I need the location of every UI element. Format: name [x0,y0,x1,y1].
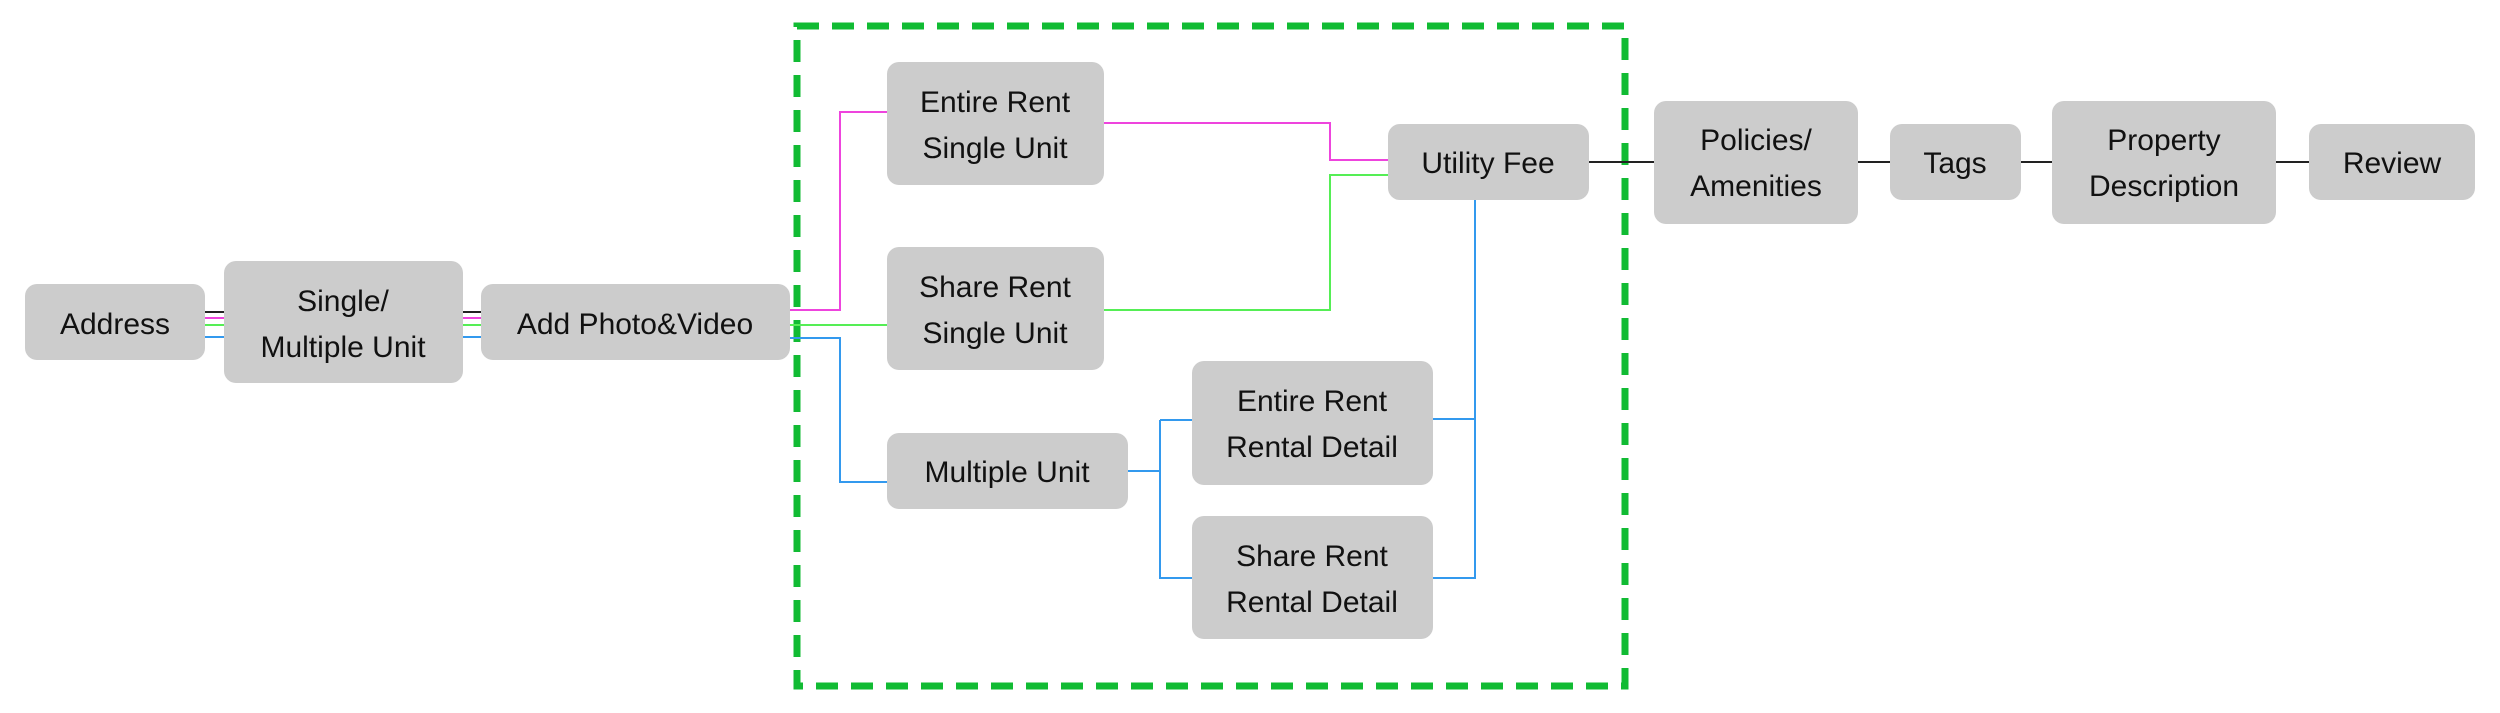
connector-media-entire-single [790,111,887,311]
node-review: Review [2309,124,2475,200]
node-share-rent-single-unit-label: Share Rent [919,271,1071,304]
node-policies-amenities-label: Policies/ [1700,124,1812,157]
node-multiple-unit-label: Multiple Unit [924,456,1090,489]
connector-details-utility [1433,418,1476,579]
node-address: Address [25,284,205,360]
node-add-photo-video-label: Add Photo&Video [517,308,753,341]
connector-media-multiple [790,337,887,483]
node-property-description-label-2: Description [2089,170,2239,203]
node-property-description: Property Description [2052,101,2276,224]
node-share-rent-single-unit: Share Rent Single Unit [887,247,1104,370]
node-entire-rent-single-unit-label: Entire Rent [920,86,1071,119]
node-entire-rent-rental-detail-label-2: Rental Detail [1226,431,1398,464]
node-entire-rent-rental-detail: Entire Rent Rental Detail [1192,361,1433,485]
node-multiple-unit: Multiple Unit [887,433,1128,509]
node-utility-fee: Utility Fee [1388,124,1589,200]
connector-entire-single-utility [1104,122,1388,161]
node-property-description-label: Property [2107,124,2220,157]
node-share-rent-rental-detail-label: Share Rent [1236,540,1388,573]
node-entire-rent-rental-detail-label: Entire Rent [1237,385,1388,418]
connectors [205,111,2309,579]
node-share-rent-rental-detail-label-2: Rental Detail [1226,586,1398,619]
node-entire-rent-single-unit: Entire Rent Single Unit [887,62,1104,185]
node-add-photo-video: Add Photo&Video [481,284,790,360]
node-single-multiple-unit-label-2: Multiple Unit [260,331,426,364]
node-address-label: Address [60,308,170,341]
node-tags-label: Tags [1923,147,1986,180]
node-single-multiple-unit: Single/ Multiple Unit [224,261,463,383]
rental-type-group-box [793,22,1629,690]
node-share-rent-single-unit-label-2: Single Unit [922,317,1068,350]
node-tags: Tags [1890,124,2021,200]
node-share-rent-rental-detail: Share Rent Rental Detail [1192,516,1433,639]
node-policies-amenities: Policies/ Amenities [1654,101,1858,224]
node-review-label: Review [2343,147,2442,180]
connector-multiple-entire-detail [1159,420,1192,579]
node-utility-fee-label: Utility Fee [1421,147,1554,180]
node-policies-amenities-label-2: Amenities [1690,170,1822,203]
node-entire-rent-single-unit-label-2: Single Unit [922,132,1068,165]
connector-share-single-utility [1104,174,1388,311]
node-single-multiple-unit-label: Single/ [297,285,389,318]
